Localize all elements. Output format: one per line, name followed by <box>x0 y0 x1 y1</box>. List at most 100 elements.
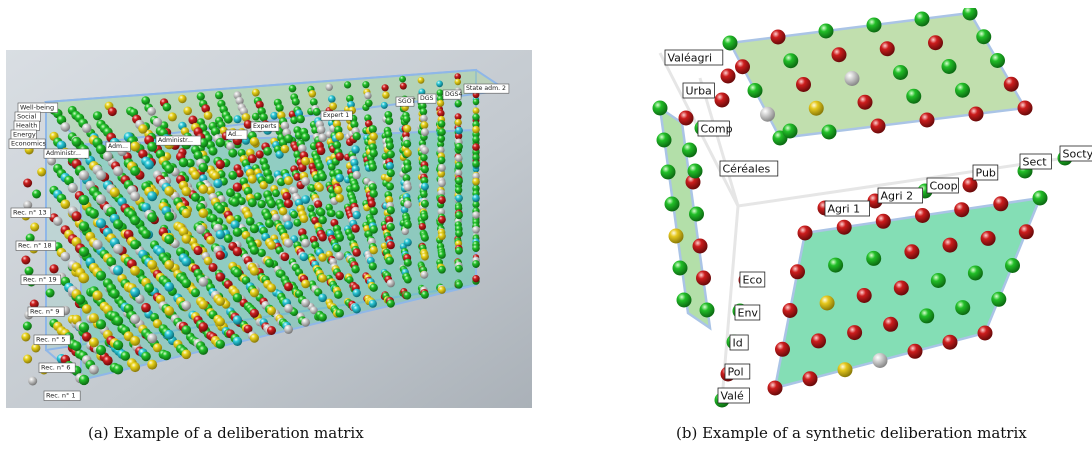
sphere <box>660 164 676 180</box>
sphere <box>259 181 268 190</box>
sphere <box>191 288 200 298</box>
sphere <box>930 273 946 288</box>
sphere <box>241 113 251 122</box>
sphere <box>178 226 189 237</box>
sphere <box>369 149 378 158</box>
sphere <box>249 137 259 147</box>
sphere <box>109 288 120 299</box>
sphere <box>318 253 327 262</box>
sphere <box>196 92 205 101</box>
sphere <box>251 88 260 97</box>
sphere <box>30 222 40 232</box>
sphere <box>437 208 446 216</box>
sphere <box>942 237 958 253</box>
sphere <box>919 112 935 128</box>
criterion-label: Eco <box>739 271 766 288</box>
sphere <box>990 53 1005 68</box>
sphere <box>201 104 210 113</box>
sphere <box>437 120 446 128</box>
sphere <box>130 239 141 250</box>
svg-text:Rec. n° 19: Rec. n° 19 <box>23 276 57 284</box>
sphere <box>92 239 103 250</box>
sphere <box>88 313 99 324</box>
sphere <box>232 315 243 325</box>
sphere <box>369 132 378 141</box>
svg-text:Health: Health <box>16 122 37 130</box>
sphere <box>188 115 198 125</box>
sphere <box>687 163 703 179</box>
sphere <box>106 257 117 267</box>
sphere <box>1003 76 1019 92</box>
svg-text:Experts: Experts <box>253 123 277 130</box>
sphere <box>332 244 342 253</box>
sphere <box>352 132 361 141</box>
sphere <box>652 100 668 116</box>
sphere <box>403 291 412 300</box>
sphere <box>811 333 826 349</box>
sphere <box>437 140 445 148</box>
sphere <box>235 96 244 105</box>
sphere <box>23 200 33 210</box>
sphere <box>251 112 260 121</box>
sphere <box>208 214 218 223</box>
sphere <box>682 142 697 158</box>
sphere <box>243 186 253 196</box>
sphere <box>402 174 411 182</box>
sphere <box>291 97 300 106</box>
sphere <box>472 194 480 202</box>
sphere <box>438 251 446 259</box>
sphere <box>352 305 361 314</box>
sphere <box>907 343 923 359</box>
sphere <box>438 196 446 205</box>
sphere <box>403 124 412 133</box>
sphere <box>92 290 103 301</box>
sphere <box>181 234 192 244</box>
sphere <box>365 99 373 108</box>
svg-text:Administr...: Administr... <box>46 150 81 157</box>
sphere <box>437 146 445 154</box>
sphere <box>318 232 327 242</box>
sphere <box>384 130 393 139</box>
sphere <box>301 318 310 327</box>
sphere <box>760 106 775 122</box>
sphere <box>130 141 141 152</box>
sphere <box>364 91 372 100</box>
sphere <box>368 262 377 271</box>
sphere <box>437 109 445 118</box>
svg-text:Rec. n° 1: Rec. n° 1 <box>46 392 76 400</box>
sphere <box>318 133 327 142</box>
sphere <box>318 293 327 303</box>
sphere <box>747 83 763 98</box>
sphere <box>1018 224 1034 240</box>
svg-text:Energy: Energy <box>13 131 36 139</box>
sphere <box>164 211 175 222</box>
actor-label: Expert 1 <box>320 110 353 121</box>
sphere <box>181 208 192 219</box>
recommendation-label: Rec. n° 9 <box>27 306 65 317</box>
sphere <box>22 321 32 331</box>
sphere <box>223 234 233 243</box>
recommendation-label: Rec. n° 18 <box>15 240 57 251</box>
sphere <box>102 151 113 162</box>
sphere <box>352 288 361 298</box>
svg-text:Sect: Sect <box>1023 156 1048 169</box>
sphere <box>130 335 141 346</box>
sphere <box>472 153 480 162</box>
criterion-label: Well-being <box>17 102 59 113</box>
sphere <box>420 290 429 299</box>
sphere <box>664 196 680 212</box>
sphere <box>369 207 378 216</box>
sphere <box>967 265 983 281</box>
sphere <box>284 303 293 313</box>
sphere <box>802 371 818 387</box>
sphere <box>782 303 798 318</box>
svg-text:Social: Social <box>17 113 36 121</box>
sphere <box>24 266 34 276</box>
sphere <box>386 182 394 191</box>
sphere <box>95 345 107 356</box>
sphere <box>420 252 429 261</box>
svg-text:Pub: Pub <box>976 167 996 180</box>
actor-label: Coop <box>926 177 959 194</box>
sphere <box>866 250 882 266</box>
sphere <box>275 103 284 112</box>
